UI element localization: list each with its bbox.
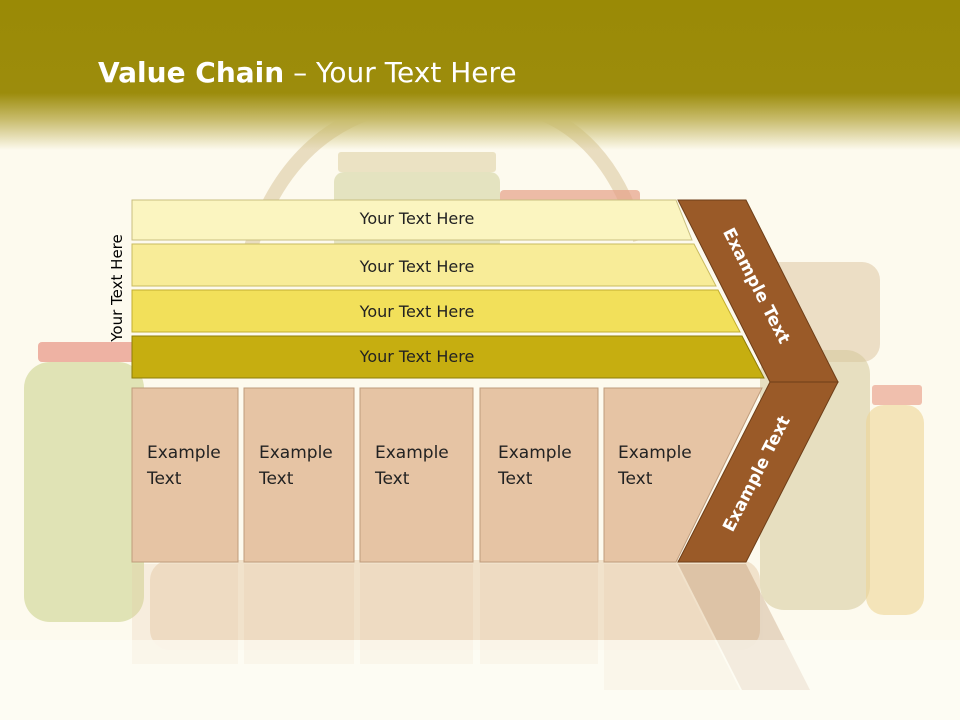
row-label-4: Your Text Here — [359, 347, 475, 366]
cell-box-4 — [479, 387, 599, 563]
row-label-2: Your Text Here — [359, 257, 475, 276]
row-band-3 — [131, 289, 741, 333]
row-band-4 — [131, 335, 765, 379]
row-label-1: Your Text Here — [359, 209, 475, 228]
cell-3-line2: Text — [375, 469, 410, 489]
cell-box-5 — [603, 387, 763, 563]
cell-5-line2: Text — [618, 469, 653, 489]
cell-1-line1: Example — [147, 443, 221, 463]
cell-box-1 — [131, 387, 239, 563]
row-label-3: Your Text Here — [359, 302, 475, 321]
slide-title: Value Chain – Your Text Here — [98, 56, 517, 89]
cell-4-line2: Text — [498, 469, 533, 489]
row-band-1 — [131, 199, 693, 241]
row-band-2 — [131, 243, 717, 287]
cell-2-line2: Text — [259, 469, 294, 489]
cell-4-line1: Example — [498, 443, 572, 463]
cell-1-line2: Text — [147, 469, 182, 489]
cell-5-line1: Example — [618, 443, 692, 463]
cell-box-2 — [243, 387, 355, 563]
title-bold: Value Chain — [98, 56, 285, 89]
title-rest: – Your Text Here — [284, 56, 517, 89]
cell-3-line1: Example — [375, 443, 449, 463]
cell-box-3 — [359, 387, 474, 563]
cell-2-line1: Example — [259, 443, 333, 463]
chevron-lower-arm — [677, 381, 839, 563]
title-bar — [0, 0, 960, 150]
